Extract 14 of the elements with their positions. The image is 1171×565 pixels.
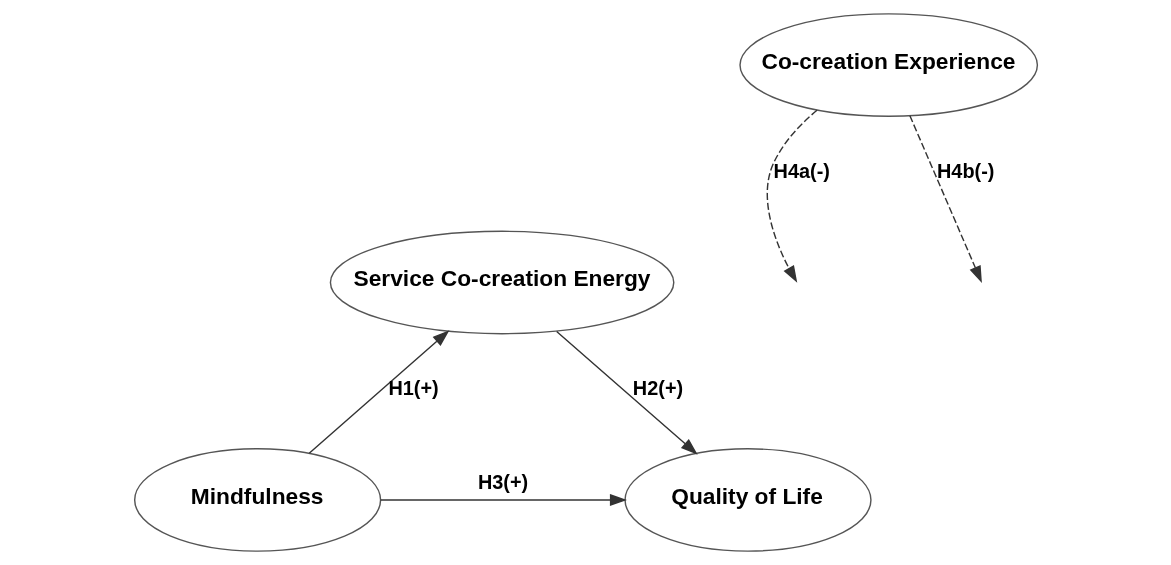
edge-label: H2(+) bbox=[632, 377, 683, 400]
arrow bbox=[308, 330, 449, 454]
edge-label: H4a(-) bbox=[773, 159, 830, 182]
arrow bbox=[379, 494, 627, 506]
edge-label: H3(+) bbox=[477, 470, 528, 493]
arrow bbox=[908, 115, 982, 283]
arrow bbox=[555, 330, 698, 455]
node-ellipse: Quality of Life bbox=[623, 448, 872, 552]
edge-label: H1(+) bbox=[387, 377, 439, 400]
node-ellipse: Mindfulness bbox=[133, 448, 381, 552]
node-ellipse: Co-creation Experience bbox=[738, 13, 1038, 117]
node-ellipse: Service Co-creation Energy bbox=[329, 230, 674, 335]
edge-label: H4b(-) bbox=[936, 159, 994, 182]
arrow bbox=[766, 109, 818, 283]
